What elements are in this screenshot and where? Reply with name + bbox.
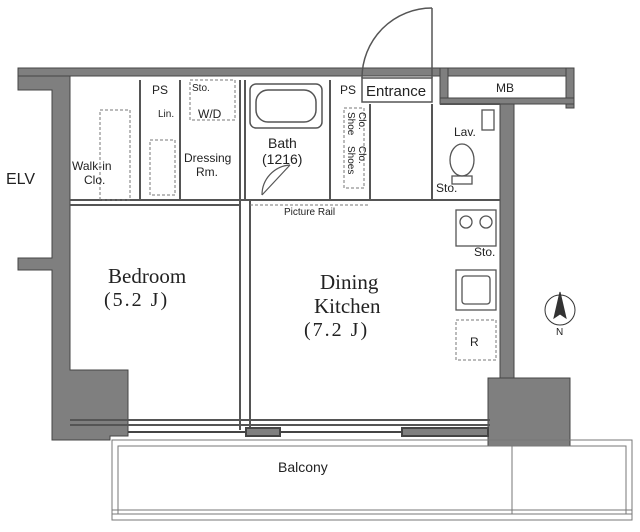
bath-label: Bath xyxy=(268,135,297,151)
dressing-label-1: Dressing xyxy=(184,151,232,165)
north-label: N xyxy=(556,327,564,338)
balcony-area xyxy=(111,439,633,521)
sto-kitchen-label: Sto. xyxy=(474,245,496,259)
dressing-label-2: Rm. xyxy=(196,165,218,179)
bath-size-label: (1216) xyxy=(262,151,303,167)
stove-icon xyxy=(455,209,497,247)
shoe-clo-label-1: Shoe xyxy=(345,112,356,136)
sink-icon xyxy=(455,269,497,311)
shoes-clo-label-1: Shoes xyxy=(345,146,356,175)
ps-right-label: PS xyxy=(340,83,357,97)
structural-walls xyxy=(17,67,575,447)
balcony-windows xyxy=(128,427,489,437)
kitchen-label: Kitchen xyxy=(314,294,381,318)
picture-rail-label: Picture Rail xyxy=(284,207,336,218)
balcony-label: Balcony xyxy=(278,459,328,475)
bathtub-icon xyxy=(249,83,323,129)
wd-label: W/D xyxy=(198,107,222,121)
bedroom-size-label: (5.2 J) xyxy=(104,289,170,311)
ps-left-label: PS xyxy=(152,83,169,97)
walkin-label-2: Clo. xyxy=(84,173,106,187)
elv-label: ELV xyxy=(6,171,36,188)
dashed-lines xyxy=(99,79,497,361)
walkin-label-1: Walk-in xyxy=(72,159,112,173)
sto-top-label: Sto. xyxy=(192,83,210,94)
entrance-label: Entrance xyxy=(366,83,427,100)
shoe-clo-label-2: Clo. xyxy=(356,112,367,130)
dining-label: Dining xyxy=(320,270,379,294)
mb-label: MB xyxy=(496,81,514,95)
north-arrow-icon xyxy=(544,291,576,326)
sto-wc-label: Sto. xyxy=(436,181,458,195)
toilet-icon xyxy=(449,109,495,185)
interior-walls xyxy=(70,80,500,430)
bedroom-label: Bedroom xyxy=(108,264,187,288)
lav-label: Lav. xyxy=(454,125,476,139)
r-label: R xyxy=(470,335,479,349)
entrance-door xyxy=(361,7,433,103)
bath-door xyxy=(261,164,291,196)
shoes-clo-label-2: Clo. xyxy=(356,146,367,164)
dk-size-label: (7.2 J) xyxy=(304,319,370,341)
lin-label: Lin. xyxy=(158,109,175,120)
